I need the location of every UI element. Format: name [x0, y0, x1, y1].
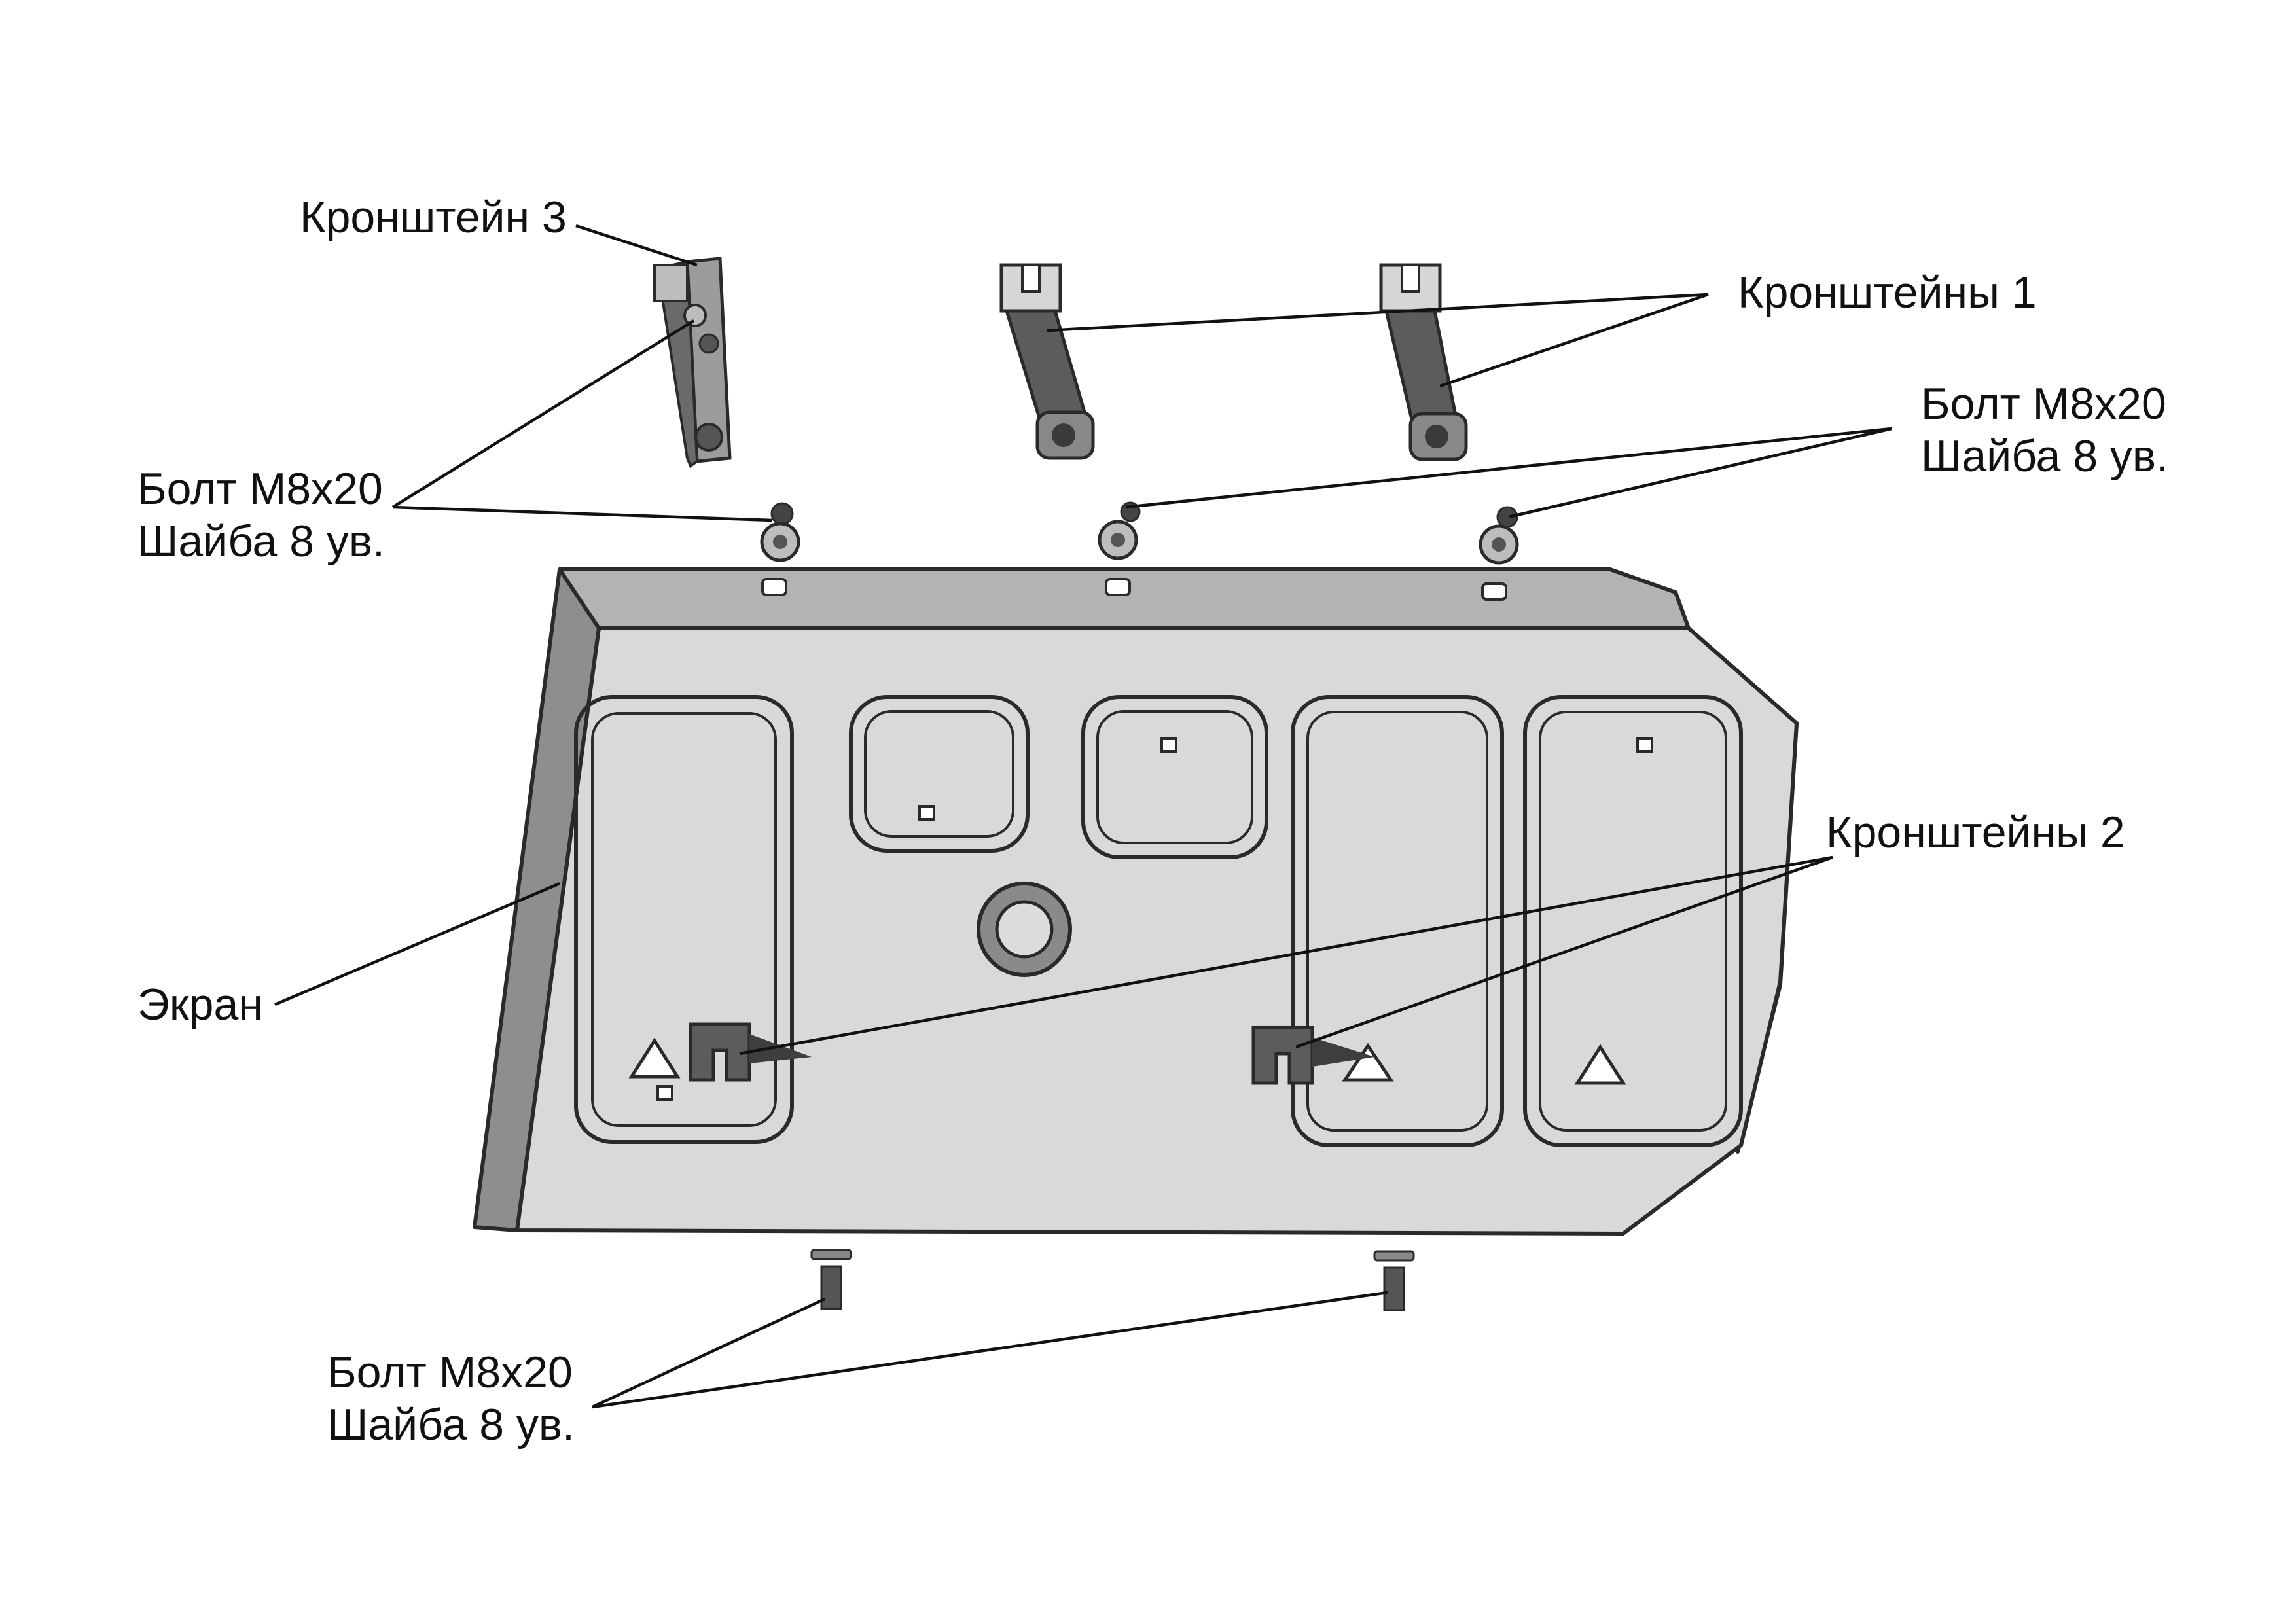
emboss-slot-3	[1523, 695, 1743, 1147]
label-brackets-1: Кронштейны 1	[1738, 268, 2037, 317]
bracket-2-left	[689, 1022, 812, 1082]
label-bracket-3: Кронштейн 3	[300, 192, 567, 242]
leader-lines	[274, 224, 1892, 1409]
bracket-1-left	[999, 263, 1095, 460]
label-bolt-bottom-1: Болт М8х20	[327, 1347, 573, 1397]
bolt-top-center	[1098, 501, 1141, 560]
plate-face	[515, 626, 1799, 1236]
bolt-bottom-right	[1373, 1250, 1415, 1311]
labels: Кронштейн 3 Кронштейны 1 Болт М8х20 Шайб…	[137, 192, 2168, 1450]
drain-hole	[977, 882, 1072, 977]
bolt-bottom-left	[810, 1249, 852, 1310]
triangle-markers	[628, 1037, 1626, 1085]
bracket-3	[653, 257, 732, 469]
label-bolt-top-right-1: Болт М8х20	[1921, 379, 2166, 429]
emboss-slot-2	[1291, 695, 1504, 1147]
bolt-top-right	[1479, 506, 1519, 565]
bracket-2-right	[1251, 1026, 1374, 1085]
emboss-window-1-inner	[864, 710, 1014, 838]
label-brackets-2: Кронштейны 2	[1826, 808, 2125, 857]
label-bolt-top-left-1: Болт М8х20	[137, 464, 383, 514]
emboss-slot-1	[574, 695, 794, 1144]
emboss-slot-1-inner	[591, 712, 777, 1127]
label-bolt-bottom-2: Шайба 8 ув.	[327, 1400, 575, 1450]
label-screen: Экран	[137, 980, 263, 1029]
emboss-window-2-inner	[1096, 710, 1253, 844]
emboss-window-2	[1081, 695, 1268, 859]
bolt-top-left	[760, 502, 800, 562]
emboss-window-1	[849, 695, 1030, 853]
plate-embossing	[574, 695, 1743, 1147]
label-bolt-top-right-2: Шайба 8 ув.	[1921, 431, 2168, 481]
emboss-slot-3-inner	[1539, 711, 1727, 1132]
skid-plate	[473, 567, 1799, 1236]
bracket-1-right	[1379, 263, 1468, 461]
label-bolt-top-left-2: Шайба 8 ув.	[137, 516, 385, 566]
emboss-slot-2-inner	[1306, 711, 1488, 1132]
small-holes	[656, 578, 1653, 1101]
